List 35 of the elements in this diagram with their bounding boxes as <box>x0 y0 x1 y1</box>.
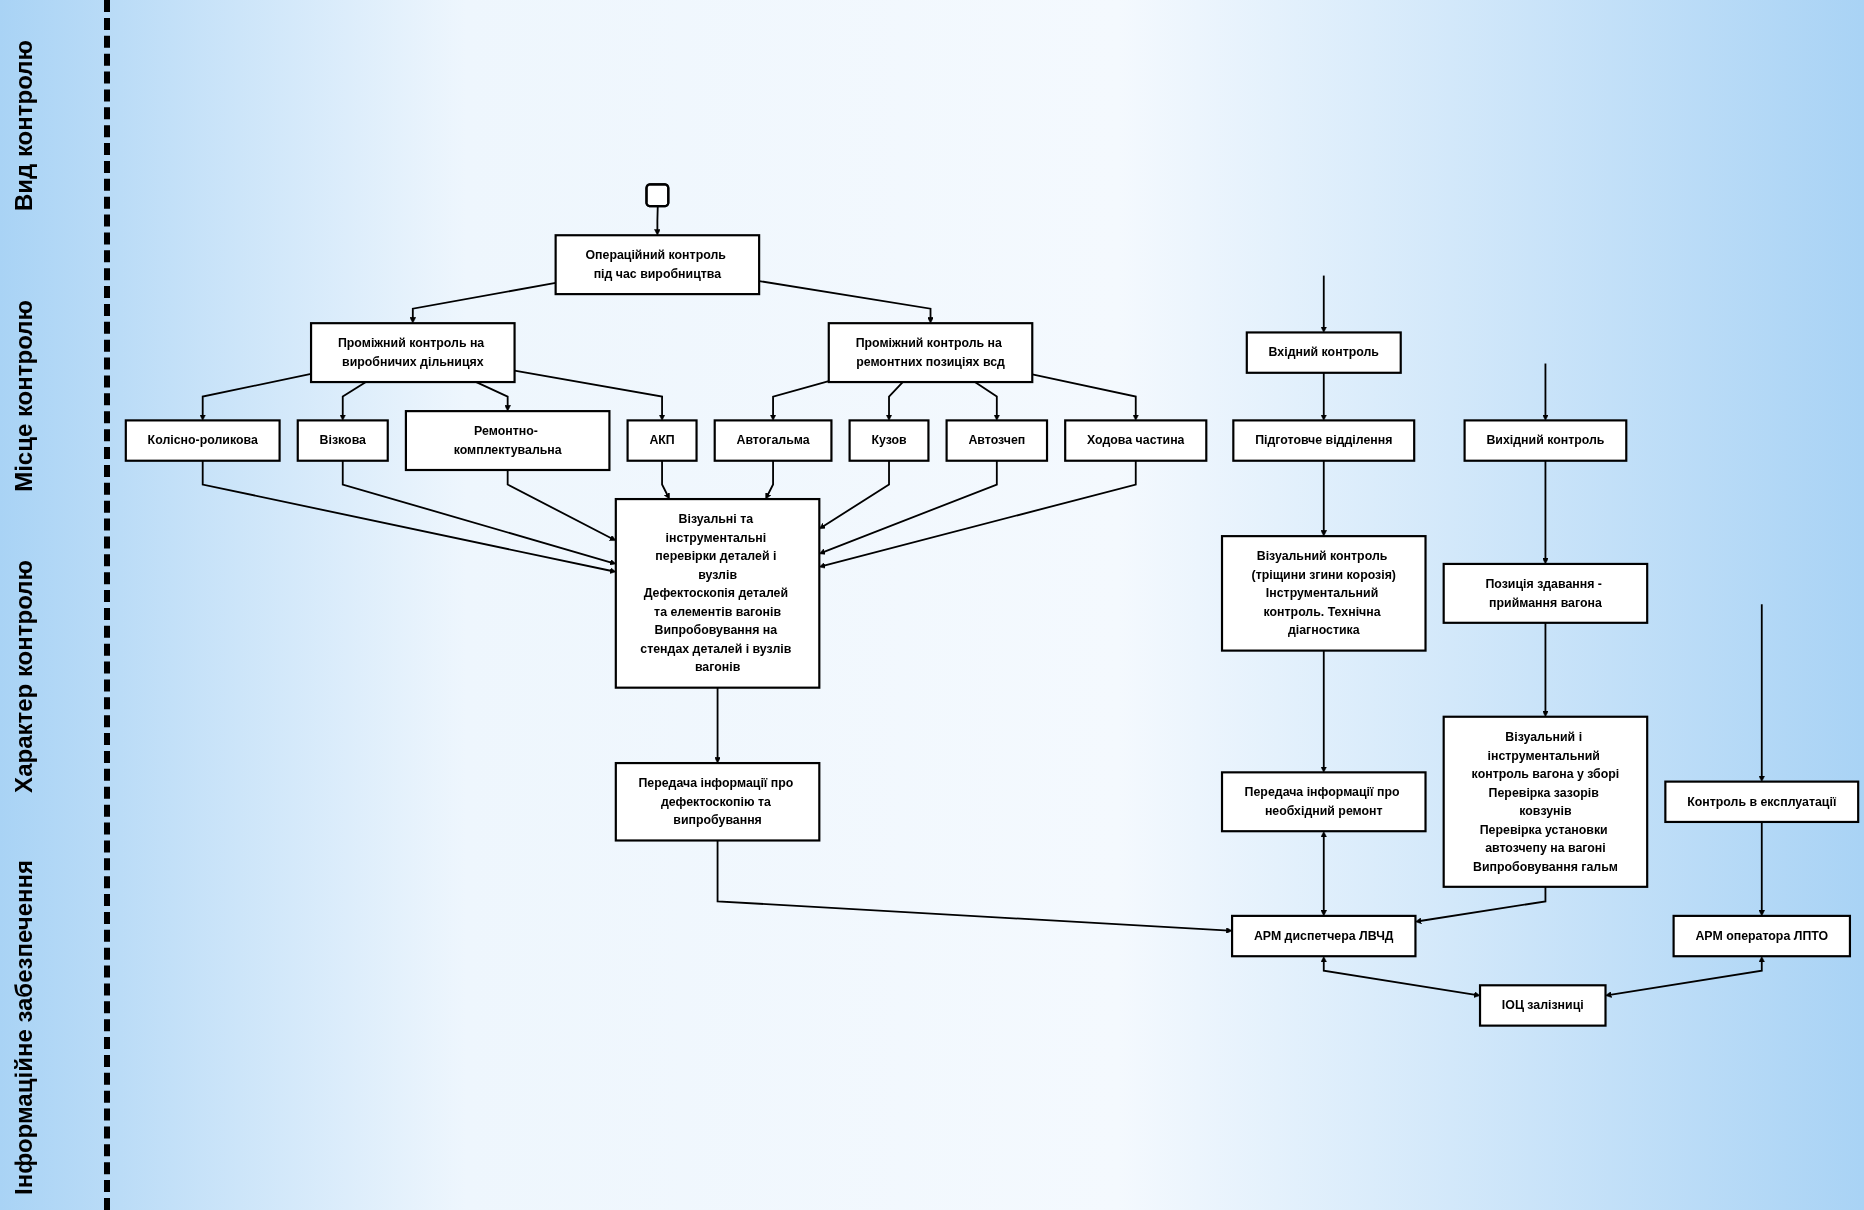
node-box: АРМ оператора ЛПТО <box>1672 914 1851 958</box>
node-box: Операційний контроль під час виробництва <box>554 234 761 296</box>
node-box: Візуальний і інструментальний контроль вагона у зборі Перевірка зазорів ковзунів Перевірка установки автозчепу на вагоні Випробовування гальм <box>1442 715 1649 888</box>
arrow <box>769 380 830 421</box>
arrow <box>1758 603 1765 782</box>
node-box: Проміжний контроль на ремонтних позиціях всд <box>827 322 1034 384</box>
node-box: АКП <box>626 419 698 462</box>
node-box: Підготовче відділення <box>1232 419 1416 462</box>
node-box: Візуальний контроль (тріщини згини корозія) Інструментальний контроль. Технічна діагностика <box>1220 535 1427 652</box>
arrow <box>199 373 312 421</box>
node-box: ІОЦ залізниці <box>1478 984 1607 1027</box>
node-box: Проміжний контроль на виробничих дільницях <box>309 322 516 384</box>
node-box: Контроль в експлуатації <box>1664 780 1860 824</box>
side-label: Характер контролю <box>10 560 38 793</box>
node-box: АРМ диспетчера ЛВЧД <box>1231 914 1417 958</box>
side-label: Інформаційне забезпечення <box>10 860 38 1195</box>
node-box: Автозчеп <box>945 419 1049 462</box>
arrow <box>1605 956 1765 998</box>
node-box: Позиція здавання - приймання вагона <box>1442 562 1649 624</box>
node-box: Передача інформації про дефектоскопію та випробування <box>614 762 821 842</box>
node-box: Ходова частина <box>1064 419 1208 462</box>
arrow <box>1320 274 1327 333</box>
node-box: Кузов <box>848 419 930 462</box>
side-label: Вид контролю <box>10 40 38 212</box>
node-box: Колісно-роликова <box>124 419 281 462</box>
node-box: Автогальма <box>713 419 833 462</box>
node-box: Візкова <box>296 419 389 462</box>
side-label: Місце контролю <box>10 300 38 492</box>
arrow <box>1320 956 1481 998</box>
arrow <box>1542 362 1549 421</box>
node-box: Вихідний контроль <box>1463 419 1628 462</box>
node-box: Візуальні та інструментальні перевірки деталей і вузлів Дефектоскопія деталей та елементів вагонів Випробовування на стендах деталей і вузлів вагонів <box>614 498 821 689</box>
node-box: Ремонтно- комплектувальна <box>404 410 611 472</box>
node-box: Вхідний контроль <box>1245 331 1402 374</box>
node-box: Передача інформації про необхідний ремонт <box>1220 771 1427 833</box>
